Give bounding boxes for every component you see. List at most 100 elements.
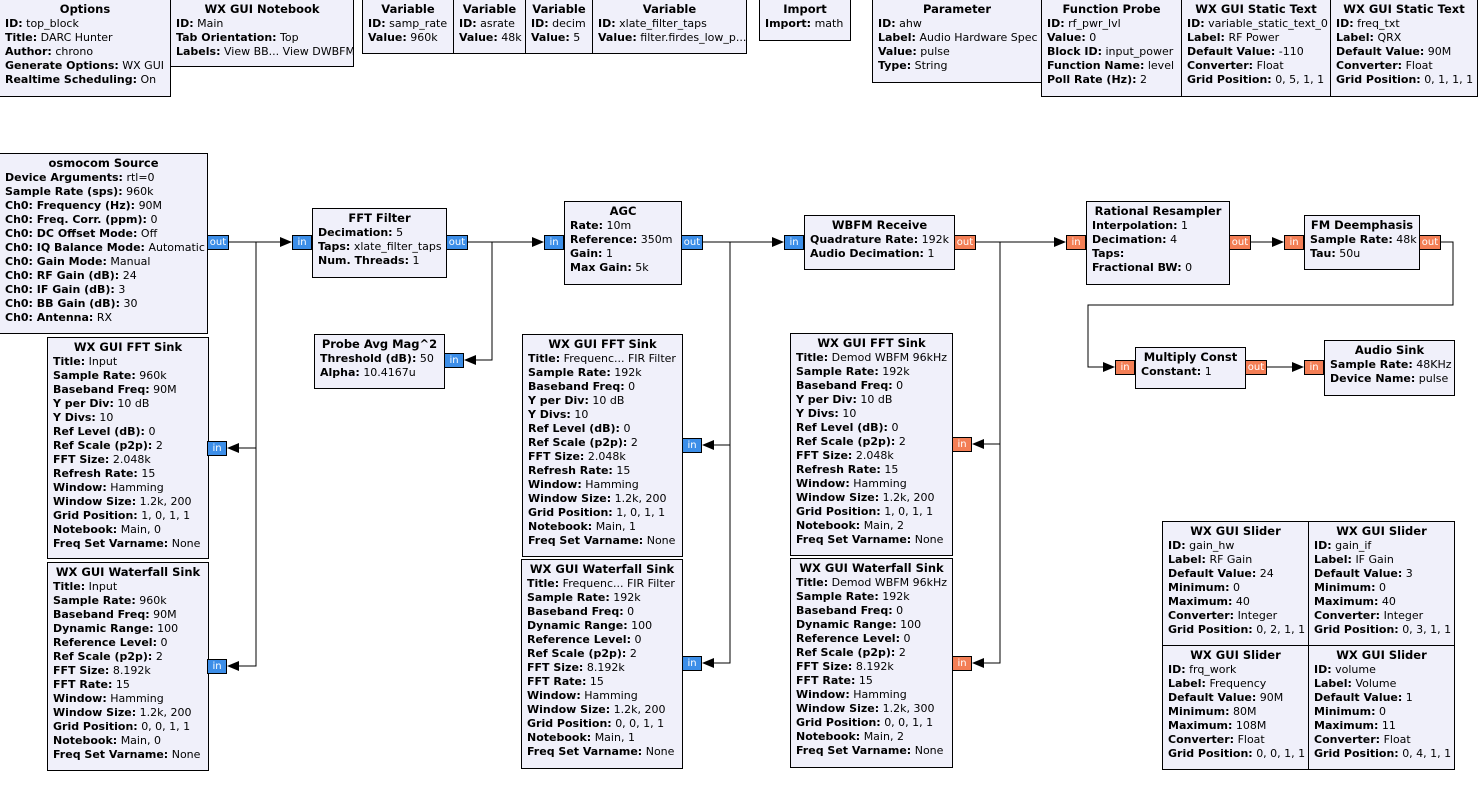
- param-value: decim: [552, 17, 586, 30]
- fft-filter-in-port[interactable]: in: [292, 235, 312, 250]
- param-row: Y Divs: 10: [796, 407, 947, 421]
- param-row: Ref Scale (p2p): 2: [796, 435, 947, 449]
- param-name: Threshold (dB):: [320, 352, 417, 365]
- param-row: Converter: Float: [1314, 733, 1449, 747]
- param-value: 2.048k: [112, 453, 151, 466]
- param-value: 0: [896, 604, 904, 617]
- wbfm-out-port[interactable]: out: [954, 235, 976, 250]
- param-row: Ch0: IF Gain (dB): 3: [5, 283, 202, 297]
- param-row: Freq Set Varname: None: [796, 744, 947, 758]
- param-name: Dynamic Range:: [53, 622, 154, 635]
- param-name: Grid Position:: [1168, 623, 1253, 636]
- waterfall-input-in-port[interactable]: in: [207, 659, 227, 674]
- param-value: 1: [1405, 691, 1413, 704]
- param-value: 0, 0, 1, 1: [884, 716, 934, 729]
- probe-avg-in-port[interactable]: in: [444, 353, 464, 368]
- audio-sink-in-port[interactable]: in: [1304, 360, 1324, 375]
- deemph-out-port[interactable]: out: [1419, 235, 1441, 250]
- wire-osmocom-waterfall[interactable]: [229, 241, 257, 667]
- resampler-in-port[interactable]: in: [1066, 235, 1086, 250]
- fft-filter-out-port[interactable]: out: [446, 235, 468, 250]
- param-row: Poll Rate (Hz): 2: [1047, 73, 1176, 87]
- param-row: Notebook: Main, 2: [796, 519, 947, 533]
- param-value: Frequenc... FIR Filter: [563, 352, 676, 365]
- param-row: FFT Rate: 15: [527, 675, 677, 689]
- param-name: Dynamic Range:: [796, 618, 897, 631]
- mult-const-in-port[interactable]: in: [1115, 360, 1135, 375]
- param-value: 0: [628, 380, 636, 393]
- waterfall-demod-in-port[interactable]: in: [952, 656, 972, 671]
- wire-fftfilter-probe[interactable]: [476, 242, 493, 361]
- param-name: Window Size:: [53, 495, 137, 508]
- agc-in-port[interactable]: in: [544, 235, 564, 250]
- param-name: Converter:: [1168, 609, 1235, 622]
- resampler-out-port[interactable]: out: [1229, 235, 1251, 250]
- param-row: Threshold (dB): 50: [320, 352, 439, 366]
- param-row: Window Size: 1.2k, 300: [796, 702, 947, 716]
- param-value: Manual: [110, 255, 151, 268]
- param-row: Title: Demod WBFM 96kHz: [796, 576, 947, 590]
- block-title: Multiply Const: [1143, 350, 1238, 364]
- param-name: Type:: [878, 59, 912, 72]
- fft-sink-input-in-port[interactable]: in: [207, 441, 227, 456]
- agc-out-port[interactable]: out: [681, 235, 703, 250]
- wire-agc-waterfall[interactable]: [714, 242, 731, 664]
- param-row: ID: ahw: [878, 17, 1036, 31]
- waterfall-fir-in-port[interactable]: in: [682, 656, 702, 671]
- param-value: 0: [148, 425, 156, 438]
- param-value: 24: [122, 269, 137, 282]
- fft-sink-demod-in-port[interactable]: in: [952, 437, 972, 452]
- block-title: WX GUI Slider: [1190, 648, 1281, 662]
- deemph-in-port[interactable]: in: [1284, 235, 1304, 250]
- param-row: Ref Scale (p2p): 2: [53, 650, 203, 664]
- param-name: Grid Position:: [528, 506, 613, 519]
- param-name: Grid Position:: [1187, 73, 1272, 86]
- param-row: Window: Hamming: [53, 692, 203, 706]
- param-row: Freq Set Varname: None: [528, 534, 677, 548]
- param-row: Quadrature Rate: 192k: [810, 233, 949, 247]
- mult-const-out-port[interactable]: out: [1245, 360, 1267, 375]
- param-row: Label: Audio Hardware Spec: [878, 31, 1038, 45]
- param-name: Labels:: [176, 45, 221, 58]
- param-value: 2: [155, 650, 163, 663]
- param-value: 10.4167u: [363, 366, 416, 379]
- osmocom-out-port[interactable]: out: [207, 235, 229, 250]
- param-row: Window Size: 1.2k, 200: [796, 491, 947, 505]
- wbfm-in-port[interactable]: in: [784, 235, 804, 250]
- fft-sink-fir-in-port[interactable]: in: [682, 438, 702, 453]
- param-name: FFT Size:: [527, 661, 584, 674]
- param-row: Y per Div: 10 dB: [528, 394, 677, 408]
- wire-wbfm-waterfall[interactable]: [984, 242, 1001, 664]
